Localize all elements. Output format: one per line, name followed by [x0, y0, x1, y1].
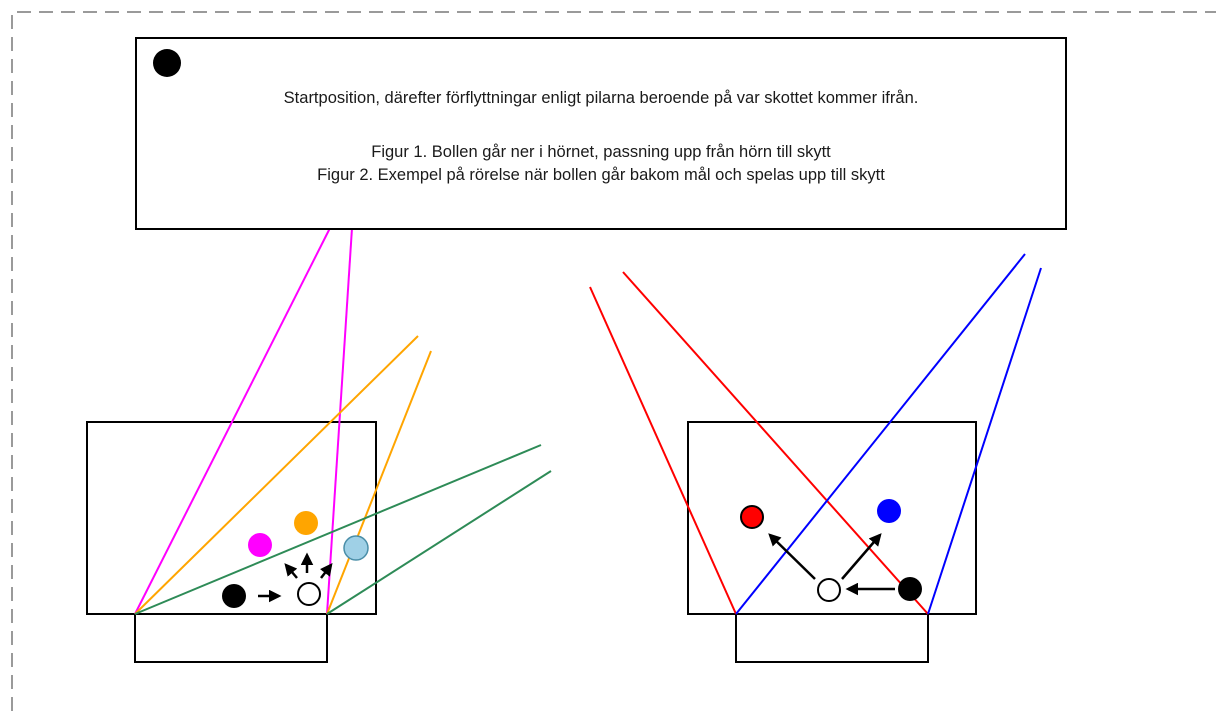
figure1-goal: [134, 613, 328, 663]
figure2-blue-line: [735, 253, 1026, 615]
figure2-arrow: [768, 533, 816, 580]
figure2-center-player: [817, 578, 841, 602]
figure1-magenta-line: [134, 227, 331, 615]
figure1-green-line: [326, 470, 552, 615]
legend-figure1-text: Figur 1. Bollen går ner i hörnet, passni…: [371, 143, 831, 161]
figure1-arrow: [284, 563, 298, 579]
figure1-orange-player: [294, 511, 318, 535]
start-position-marker-icon: [153, 49, 181, 77]
figure1-center-player: [297, 582, 321, 606]
figure1-orange-line: [326, 350, 432, 615]
figure1-start-player: [222, 584, 246, 608]
figure2-red-line: [589, 286, 737, 615]
figure1-green-line: [134, 444, 542, 615]
figure1-magenta-player: [248, 533, 272, 557]
figure-2: [589, 253, 1042, 663]
figure1-lightblue-player: [343, 535, 369, 561]
figure1-magenta-line: [326, 227, 353, 615]
figure2-blue-line: [927, 267, 1042, 615]
figure2-corner-player: [898, 577, 922, 601]
figure2-red-line: [622, 271, 929, 615]
figure2-arrow: [841, 533, 882, 580]
dashed-frame: [11, 11, 1216, 711]
figure2-blue-player: [877, 499, 901, 523]
figure2-red-player: [740, 505, 764, 529]
legend-start-text: Startposition, därefter förflyttningar e…: [283, 89, 919, 107]
figure1-orange-line: [134, 335, 419, 615]
legend-figure2-text: Figur 2. Exempel på rörelse när bollen g…: [317, 166, 885, 184]
figure2-goal: [735, 613, 929, 663]
legend-box: Startposition, därefter förflyttningar e…: [135, 37, 1067, 230]
figure1-arrow: [319, 563, 333, 579]
figure-1: [86, 227, 552, 663]
